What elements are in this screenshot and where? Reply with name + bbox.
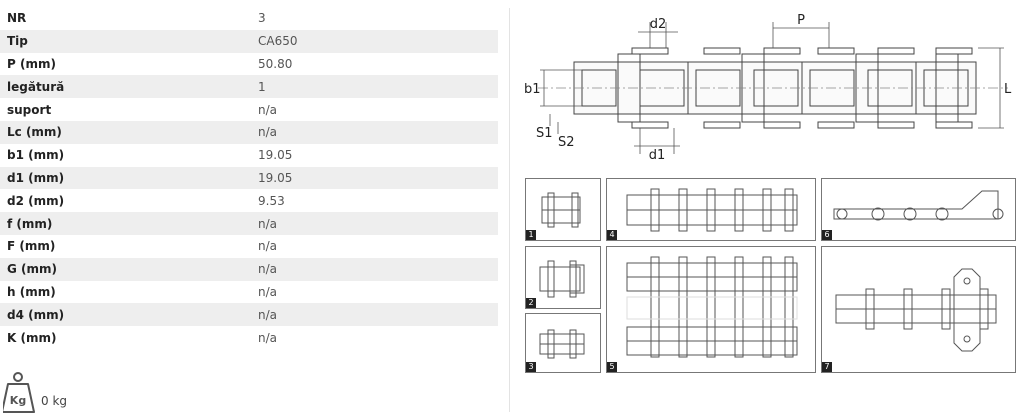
- spec-value: CA650: [258, 34, 298, 49]
- spec-row: d1 (mm) 19.05: [0, 166, 498, 190]
- spec-label: Tip: [7, 34, 28, 49]
- spec-value: 19.05: [258, 148, 293, 163]
- spec-row: d2 (mm) 9.53: [0, 189, 498, 212]
- spec-value: n/a: [258, 216, 278, 231]
- spec-value: 3: [258, 11, 266, 26]
- chain-drawing-svg: d2 P b1 L S1 S2 d1: [524, 13, 1012, 163]
- thumbnail-2-drawing: [539, 260, 585, 298]
- thumbnail-5[interactable]: 5: [606, 246, 816, 373]
- spec-label: P (mm): [7, 56, 56, 71]
- spec-label: K (mm): [7, 330, 57, 345]
- spec-label: f (mm): [7, 216, 53, 231]
- thumbnail-3[interactable]: 3: [525, 313, 601, 373]
- spec-value: 9.53: [258, 193, 285, 208]
- spec-row: Lc (mm) n/a: [0, 120, 498, 144]
- spec-value: 1: [258, 79, 266, 94]
- thumbnail-3-number: 3: [526, 362, 536, 372]
- thumbnail-1-number: 1: [526, 230, 536, 240]
- spec-label: d1 (mm): [7, 170, 65, 185]
- thumbnail-1[interactable]: 1: [525, 178, 601, 241]
- spec-row: f (mm) n/a: [0, 212, 498, 235]
- weight-icon: Kg: [1, 372, 35, 413]
- spec-value: n/a: [258, 102, 278, 117]
- divider: [509, 8, 510, 412]
- spec-value: n/a: [258, 284, 278, 299]
- dim-s1-label: S1: [536, 126, 553, 141]
- dim-l-label: L: [1004, 82, 1012, 97]
- thumbnail-5-number: 5: [607, 362, 617, 372]
- spec-row: NR 3: [0, 7, 498, 30]
- spec-label: legătură: [7, 79, 65, 94]
- dim-s2-label: S2: [558, 135, 575, 150]
- spec-label: h (mm): [7, 284, 56, 299]
- spec-label: NR: [7, 11, 27, 26]
- spec-value: n/a: [258, 330, 278, 345]
- spec-label: Lc (mm): [7, 125, 62, 140]
- thumbnail-6-drawing: [833, 190, 1004, 221]
- thumbnail-7-number: 7: [822, 362, 832, 372]
- spec-row: legătură 1: [0, 75, 498, 99]
- spec-value: n/a: [258, 307, 278, 322]
- thumbnail-4[interactable]: 4: [606, 178, 816, 241]
- spec-row: d4 (mm) n/a: [0, 303, 498, 327]
- dim-p-label: P: [797, 13, 805, 28]
- spec-value: n/a: [258, 239, 278, 254]
- spec-row: G (mm) n/a: [0, 257, 498, 281]
- thumbnail-6[interactable]: 6: [821, 178, 1016, 241]
- weight-icon-label: Kg: [10, 394, 26, 407]
- thumbnail-7[interactable]: 7: [821, 246, 1016, 373]
- spec-label: d2 (mm): [7, 193, 65, 208]
- spec-row: F (mm) n/a: [0, 235, 498, 258]
- spec-row: b1 (mm) 19.05: [0, 144, 498, 167]
- thumbnail-4-number: 4: [607, 230, 617, 240]
- thumbnail-7-drawing: [835, 268, 997, 352]
- thumbnail-1-drawing: [541, 192, 581, 228]
- spec-value: n/a: [258, 262, 278, 277]
- thumbnail-3-drawing: [539, 329, 585, 359]
- spec-row: suport n/a: [0, 98, 498, 121]
- dim-b1-label: b1: [524, 82, 541, 97]
- spec-label: b1 (mm): [7, 148, 65, 163]
- dim-d1-label: d1: [649, 148, 666, 163]
- spec-value: 19.05: [258, 170, 293, 185]
- spec-value: n/a: [258, 125, 278, 140]
- spec-row: K (mm) n/a: [0, 326, 498, 349]
- weight-value: 0 kg: [41, 394, 68, 408]
- thumbnail-6-number: 6: [822, 230, 832, 240]
- thumbnail-4-drawing: [626, 188, 798, 232]
- spec-value: 50.80: [258, 56, 293, 71]
- spec-label: F (mm): [7, 239, 56, 254]
- dim-d2-label: d2: [650, 17, 667, 32]
- spec-label: suport: [7, 102, 52, 117]
- spec-row: P (mm) 50.80: [0, 53, 498, 76]
- thumbnail-2-number: 2: [526, 298, 536, 308]
- thumbnail-2[interactable]: 2: [525, 246, 601, 309]
- thumbnail-5-drawing: [626, 256, 798, 358]
- spec-row: Tip CA650: [0, 29, 498, 53]
- spec-row: h (mm) n/a: [0, 281, 498, 304]
- spec-label: d4 (mm): [7, 307, 65, 322]
- chain-dimension-drawing: d2 P b1 L S1 S2 d1: [518, 8, 1018, 168]
- spec-label: G (mm): [7, 262, 58, 277]
- weight-indicator: Kg 0 kg: [1, 370, 123, 414]
